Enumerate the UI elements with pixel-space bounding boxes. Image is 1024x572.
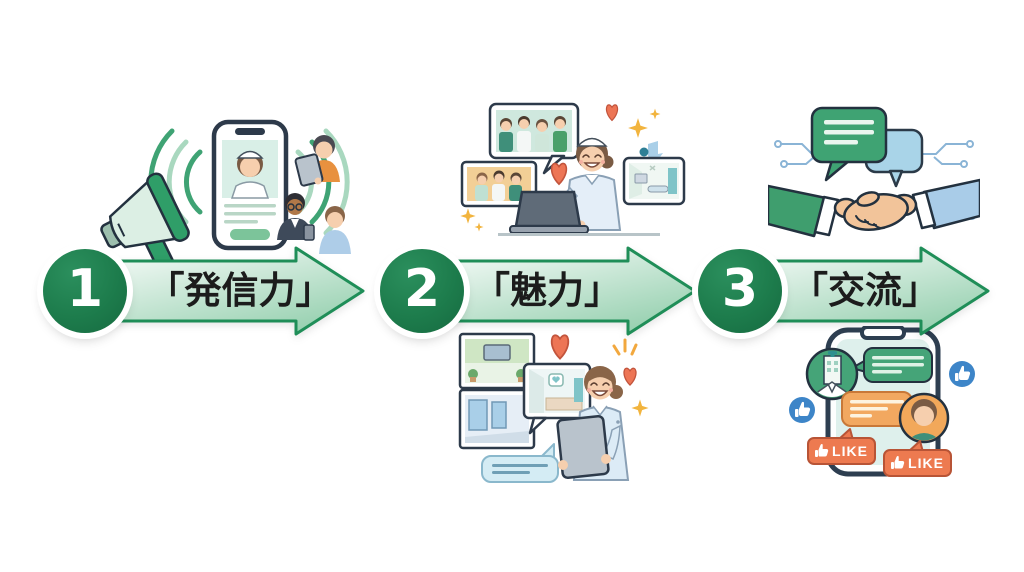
- thumbs-up-icon: [789, 361, 975, 423]
- laptop-icon: [514, 190, 582, 228]
- audience-people-icon: [277, 135, 351, 254]
- chat-message-green: [851, 347, 933, 383]
- staff-group-photo: [499, 116, 567, 152]
- like-badge-label: LIKE: [908, 455, 944, 471]
- like-badge: LIKE: [807, 428, 876, 465]
- desk: [498, 233, 660, 236]
- profile-action-button: [230, 229, 270, 240]
- heart-icon: [550, 104, 619, 186]
- step-1-label: 「発信力」: [147, 269, 333, 312]
- step3-bottom-illustration: LIKE LIKE: [789, 326, 975, 477]
- speech-bubble-icon: [481, 443, 559, 483]
- clinic-interior-photo-icons: [458, 332, 592, 450]
- step-2-number: 2: [403, 259, 441, 319]
- like-badge: LIKE: [883, 440, 952, 477]
- step3-top-illustration: [768, 106, 980, 238]
- tablet-icon: [294, 153, 324, 187]
- staff-photo-bubble-icon: [488, 102, 580, 175]
- arrow-2: [430, 246, 697, 336]
- arrow-1: [98, 246, 365, 336]
- nurse-face: [240, 157, 260, 177]
- step-2-label: 「魅力」: [473, 269, 621, 312]
- step-1-number: 1: [66, 259, 104, 319]
- step-3-label: 「交流」: [791, 269, 939, 312]
- sparkle-icon: [631, 399, 649, 417]
- phone-notch: [860, 326, 906, 340]
- heart-icon: [550, 334, 637, 387]
- staff-photo-icon: [460, 160, 538, 208]
- like-badge-label: LIKE: [832, 443, 868, 459]
- nurse-cap: [576, 137, 608, 147]
- exam-room-photo-icon: [622, 156, 686, 206]
- smartphone-nurse-profile-icon: [211, 119, 289, 251]
- hospital-avatar-icon: [805, 347, 859, 401]
- sparkle-icon: [460, 108, 661, 232]
- handshake-icon: [768, 178, 980, 238]
- step-3-number: 3: [721, 259, 759, 319]
- megaphone-icon: [100, 172, 190, 260]
- step2-top-illustration: [460, 102, 686, 236]
- step-1-number-badge: 1: [43, 249, 127, 333]
- nurse-with-tablet-icon: [556, 366, 630, 481]
- nurse-cap: [236, 150, 264, 159]
- step-3-number-badge: 3: [698, 249, 782, 333]
- glasses-icon: [287, 203, 295, 211]
- tablet-icon: [556, 414, 610, 480]
- nurse-at-laptop-icon: [498, 137, 660, 236]
- excitement-lines: [612, 338, 638, 356]
- step2-bottom-illustration: [458, 332, 649, 483]
- chat-bubbles-icon: [810, 106, 924, 188]
- phone-in-hand-icon: [303, 224, 315, 241]
- step-2-number-badge: 2: [380, 249, 464, 333]
- person-avatar-icon: [898, 392, 950, 444]
- step1-illustration: [100, 119, 351, 260]
- tooth-logo-icon: [552, 376, 560, 383]
